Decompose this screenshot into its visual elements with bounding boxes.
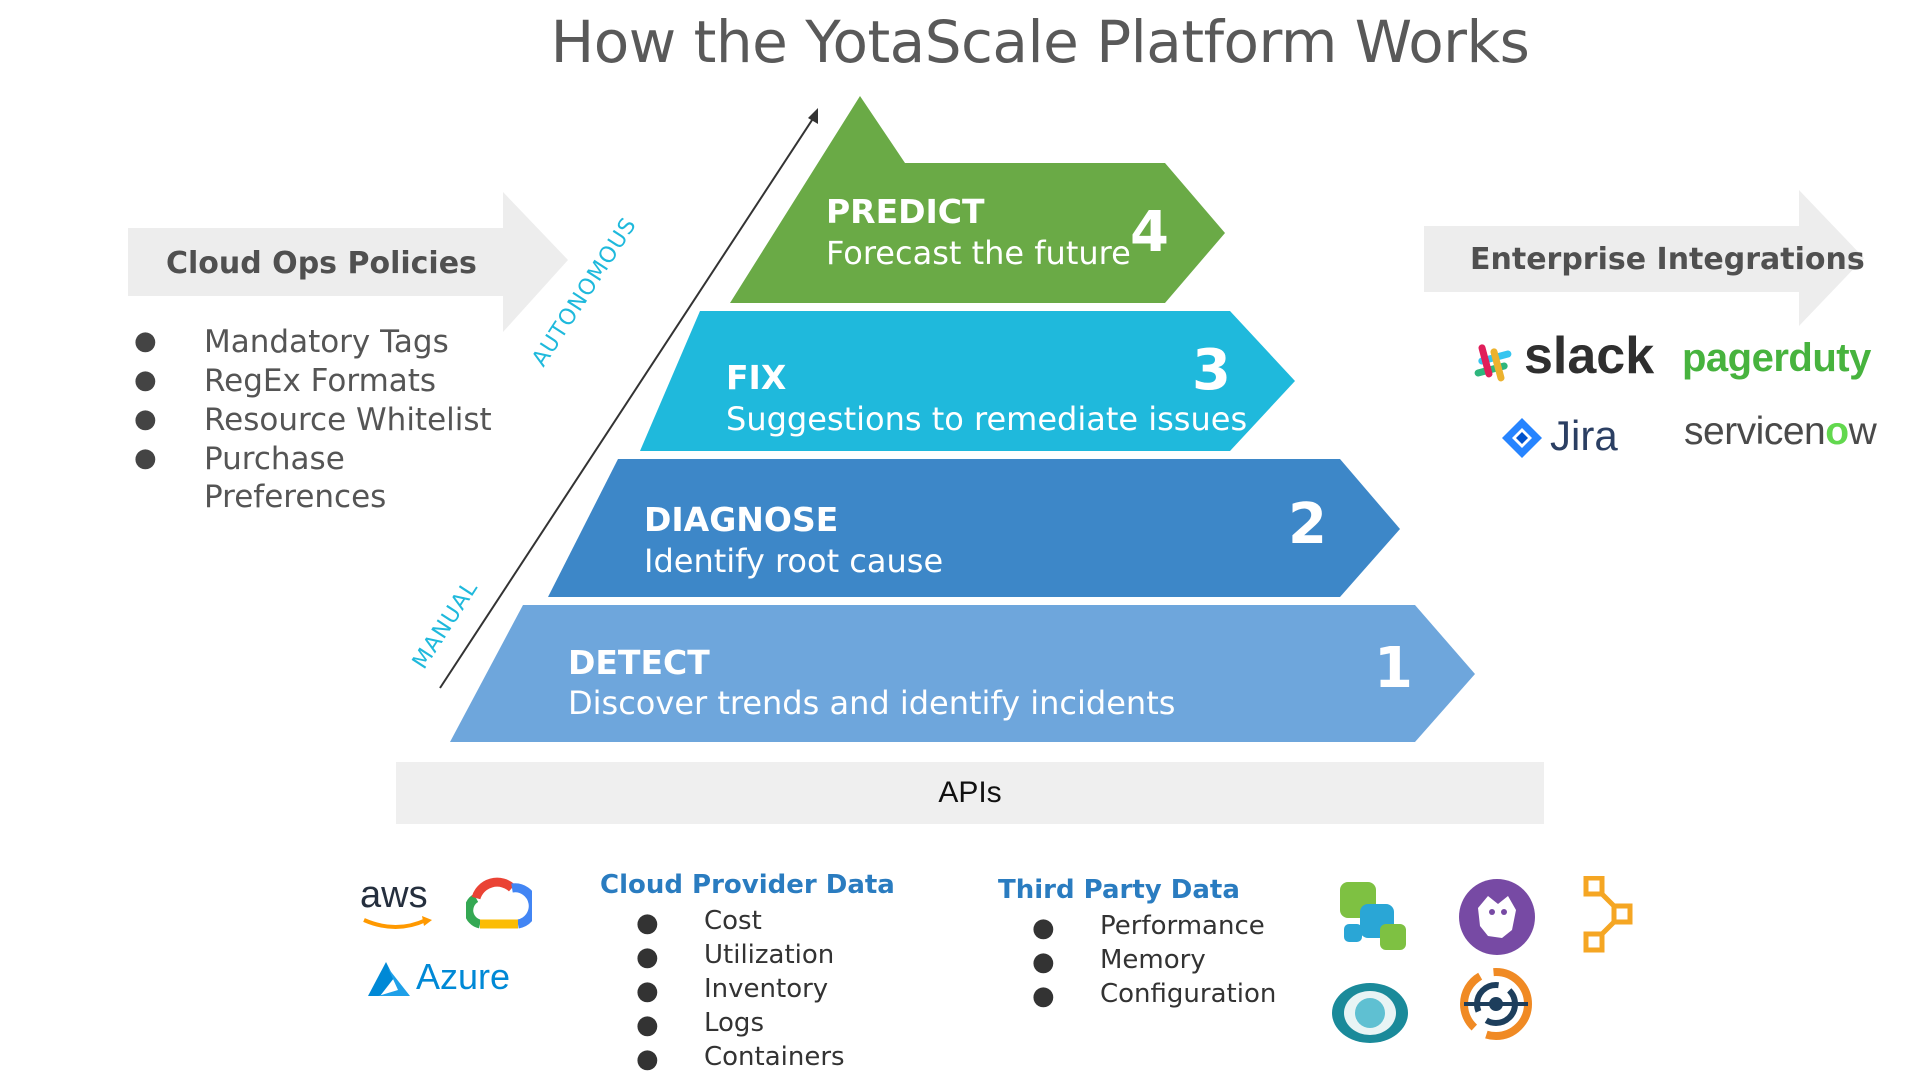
integrations-arrow	[1424, 190, 1864, 326]
cloud-ops-header: Cloud Ops Policies	[166, 246, 477, 281]
servicenow-logo: servicenow	[1684, 410, 1877, 453]
apis-bar: APIs	[396, 762, 1544, 824]
layer-diagnose-shape	[548, 459, 1400, 597]
jira-icon	[1502, 418, 1542, 458]
google-cloud-icon	[466, 877, 532, 929]
cloud-provider-item: Inventory	[704, 974, 829, 1004]
new-relic-icon	[1340, 882, 1406, 950]
jira-logo-text: Jira	[1550, 412, 1618, 459]
third-party-item: Configuration	[1100, 979, 1277, 1009]
policy-item: Resource Whitelist	[204, 402, 492, 438]
cloud-ops-arrow	[128, 192, 568, 332]
bullet: ●	[1032, 913, 1055, 943]
layer-predict-subtitle: Forecast the future	[826, 234, 1131, 272]
pagerduty-logo: pagerduty	[1682, 336, 1871, 380]
slack-icon	[1474, 344, 1512, 382]
workflow-icon	[1583, 876, 1633, 953]
policy-item: Mandatory Tags	[204, 324, 449, 360]
cloud-provider-item: Cost	[704, 906, 762, 936]
bullet: ●	[1032, 947, 1055, 977]
target-icon	[1460, 968, 1532, 1040]
layer-fix-subtitle: Suggestions to remediate issues	[726, 400, 1248, 438]
cloud-provider-item: Utilization	[704, 940, 835, 970]
layer-diagnose-number: 2	[1288, 492, 1327, 557]
eye-icon	[1332, 983, 1408, 1043]
layer-fix-shape	[640, 311, 1295, 451]
layer-detect-number: 1	[1374, 636, 1413, 701]
policy-item: RegEx Formats	[204, 363, 437, 399]
layer-detect-title: DETECT	[568, 643, 710, 682]
manual-to-autonomous-axis	[439, 108, 818, 689]
aws-smile-icon	[363, 916, 432, 929]
azure-icon	[368, 962, 410, 996]
bullet: ●	[636, 908, 659, 938]
policy-item: Preferences	[204, 479, 387, 515]
layer-predict-number: 4	[1130, 200, 1169, 265]
bullet: ●	[134, 326, 157, 356]
cloud-provider-item: Logs	[704, 1008, 764, 1038]
datadog-icon	[1459, 879, 1535, 955]
cloud-provider-header: Cloud Provider Data	[600, 870, 895, 900]
azure-logo-text: Azure	[416, 956, 511, 997]
page-title: How the YotaScale Platform Works	[550, 8, 1530, 76]
bullet: ●	[134, 404, 157, 434]
layer-fix-title: FIX	[726, 358, 787, 397]
bullet: ●	[134, 365, 157, 395]
cloud-provider-item: Containers	[704, 1042, 845, 1072]
layer-diagnose-title: DIAGNOSE	[644, 500, 839, 539]
third-party-item: Performance	[1100, 911, 1265, 941]
slack-logo-text: slack	[1524, 327, 1655, 385]
policy-item: Purchase	[204, 441, 345, 477]
layer-predict-shape	[730, 96, 1225, 303]
layer-detect-subtitle: Discover trends and identify incidents	[568, 684, 1176, 722]
bullet: ●	[636, 942, 659, 972]
layer-detect-shape	[450, 605, 1475, 742]
bullet: ●	[636, 976, 659, 1006]
layer-diagnose-subtitle: Identify root cause	[644, 542, 944, 580]
third-party-item: Memory	[1100, 945, 1206, 975]
bullet: ●	[1032, 981, 1055, 1011]
layer-predict-title: PREDICT	[826, 192, 985, 231]
aws-logo: aws	[360, 874, 428, 916]
bullet: ●	[134, 443, 157, 473]
integrations-header: Enterprise Integrations	[1470, 242, 1865, 277]
layer-fix-number: 3	[1192, 338, 1231, 403]
bullet: ●	[636, 1010, 659, 1040]
third-party-header: Third Party Data	[998, 875, 1240, 905]
bullet: ●	[636, 1044, 659, 1074]
